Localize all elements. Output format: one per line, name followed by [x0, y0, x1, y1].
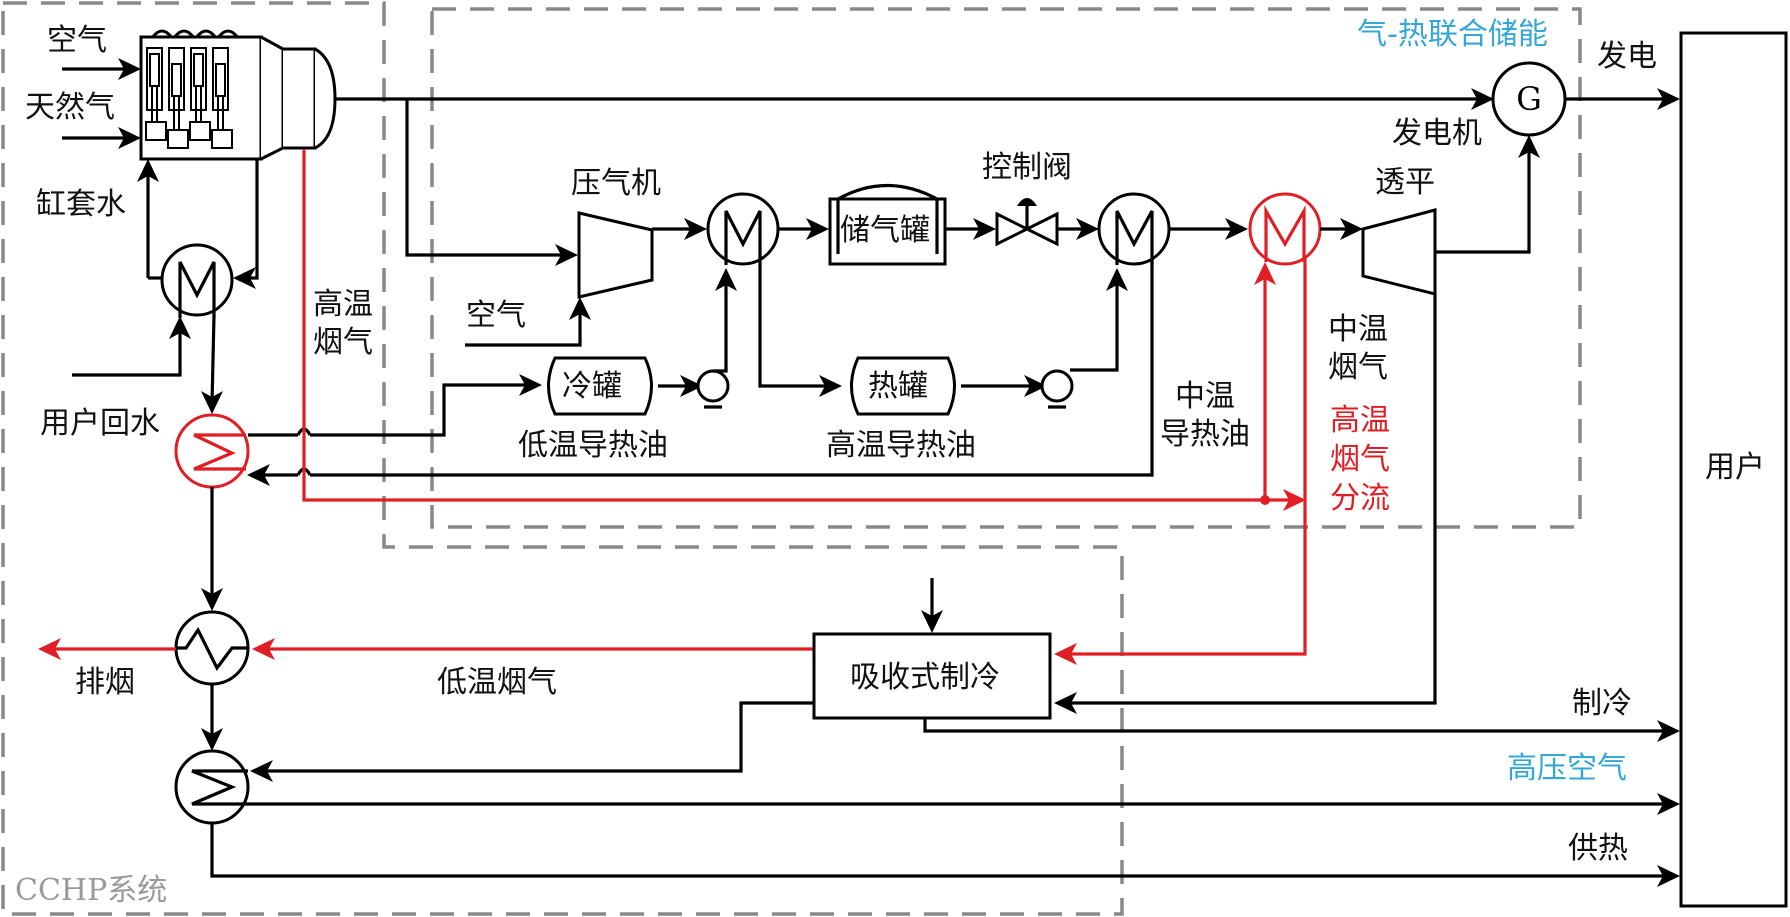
label-hp-air-out: 高压空气 [1507, 751, 1627, 786]
label-hot-flue-split-2: 烟气 [1330, 442, 1390, 477]
compressor [577, 211, 654, 299]
label-cooling-out: 制冷 [1572, 686, 1632, 721]
label-low-temp-flue: 低温烟气 [437, 665, 557, 700]
cold-tank [547, 356, 653, 416]
exhaust-heat-exchanger [174, 610, 250, 686]
air-preheater [1097, 192, 1171, 266]
oil-pump-1 [696, 367, 730, 409]
label-user: 用户 [1705, 450, 1765, 485]
label-generator: 发电机 [1392, 116, 1482, 151]
jacket-water-heat-exchanger [160, 243, 234, 318]
label-hot-tank: 热罐 [868, 369, 928, 404]
flue-air-heater [1248, 192, 1322, 266]
control-valve [995, 198, 1059, 247]
label-absorption-chiller: 吸收式制冷 [850, 660, 1000, 695]
label-low-temp-oil: 低温导热油 [518, 428, 668, 463]
label-power-out: 发电 [1597, 39, 1657, 74]
label-compressor: 压气机 [571, 166, 661, 201]
label-jacket-water: 缸套水 [36, 187, 126, 222]
compressed-air-cooler [706, 192, 780, 266]
air-storage-tank [828, 184, 947, 266]
label-cchp-region: CCHP系统 [15, 873, 167, 908]
label-high-temp-flue-1: 高温 [313, 287, 373, 322]
flue-oil-heat-exchanger [174, 413, 250, 489]
user-box [1679, 31, 1788, 908]
cchp-region-border [1, 1, 1124, 916]
label-storage-region: 气-热联合储能 [1357, 17, 1548, 52]
hot-tank [850, 356, 956, 416]
storage-region-border [430, 7, 1582, 529]
oil-pump-2 [1040, 369, 1074, 409]
label-mid-temp-flue-1: 中温 [1328, 312, 1388, 347]
label-turbine: 透平 [1375, 165, 1435, 200]
label-air-compressor: 空气 [466, 298, 526, 333]
turbine [1361, 208, 1437, 296]
label-mid-temp-oil-2: 导热油 [1160, 417, 1250, 452]
label-air-engine: 空气 [47, 23, 107, 58]
label-high-temp-oil: 高温导热油 [826, 428, 976, 463]
label-air-tank: 储气罐 [840, 213, 930, 248]
label-mid-temp-flue-2: 烟气 [1328, 350, 1388, 385]
label-cold-tank: 冷罐 [562, 369, 622, 404]
label-high-temp-flue-2: 烟气 [313, 325, 373, 360]
absorption-chiller [812, 632, 1052, 720]
label-user-return-water: 用户回水 [40, 406, 160, 441]
generator-symbol: G [1516, 80, 1542, 118]
label-hot-flue-split-1: 高温 [1330, 403, 1390, 438]
label-mid-temp-oil-1: 中温 [1175, 379, 1235, 414]
generator: G [1491, 61, 1567, 137]
label-control-valve: 控制阀 [982, 150, 1072, 185]
label-hot-flue-split-3: 分流 [1330, 481, 1390, 516]
label-heating-out: 供热 [1568, 831, 1628, 866]
label-exhaust: 排烟 [75, 665, 135, 700]
gas-engine [139, 29, 337, 161]
heating-heat-exchanger [174, 749, 250, 825]
label-natural-gas: 天然气 [25, 90, 115, 125]
